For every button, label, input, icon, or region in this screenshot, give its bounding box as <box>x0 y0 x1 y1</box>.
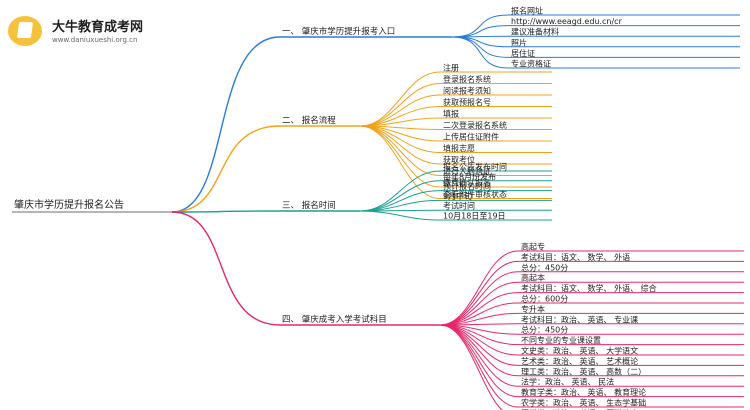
leaf-node-2-10: 进行人脸验证 <box>443 166 491 176</box>
leaf-node-4-12: 艺术类：政治、 英语、 艺术概论 <box>521 356 638 366</box>
leaf-node-2-8: 填报志愿 <box>443 143 475 153</box>
leaf-node-2-1: 注册 <box>443 63 459 73</box>
leaf-node-4-9: 总分：450分 <box>521 325 568 335</box>
logo-url: www.daniuxueshi.org.cn <box>52 36 138 44</box>
leaf-link-1-4 <box>451 36 509 48</box>
leaf-link-4-1 <box>439 250 519 326</box>
leaf-link-4-13 <box>439 324 519 377</box>
leaf-node-1-2: http://www.eeagd.edu.cn/cr <box>511 17 623 26</box>
logo-badge-icon <box>8 16 42 46</box>
leaf-node-4-14: 法学：政治、 英语、 民法 <box>521 377 614 387</box>
branch-label-1: 一、 肇庆市学历提升报考入口 <box>282 26 395 37</box>
leaf-link-4-17 <box>439 324 503 410</box>
leaf-node-4-3: 总分：450分 <box>521 262 568 272</box>
leaf-node-2-12: 查看附件审核状态 <box>443 189 507 199</box>
leaf-node-2-7: 上传居住证附件 <box>443 132 499 142</box>
branch-label-4: 四、 肇庆成考入学考试科目 <box>282 314 387 325</box>
leaf-node-4-1: 高起专 <box>521 242 545 252</box>
leaf-link-4-16 <box>439 324 519 408</box>
leaf-node-2-9: 获取考位 <box>443 155 475 165</box>
leaf-link-2-4 <box>359 106 441 127</box>
leaf-link-4-5 <box>439 292 519 326</box>
leaf-link-2-11 <box>359 125 441 188</box>
leaf-node-4-11: 文史类：政治、 英语、 大学语文 <box>521 346 638 356</box>
leaf-node-4-2: 考试科目：语文、 数学、 外语 <box>521 252 630 262</box>
leaf-node-3-2: 每年8月份发布 <box>443 171 496 181</box>
leaf-link-3-6 <box>359 210 441 221</box>
leaf-node-3-4: 9月中旬 <box>443 191 472 201</box>
leaf-node-4-16: 农学类：政治、 英语、 生态学基础 <box>521 398 646 408</box>
mind-map-links <box>12 14 744 410</box>
leaf-node-4-10: 不同专业的专业课设置 <box>521 335 601 345</box>
leaf-node-2-11: 缴费确认报名 <box>443 178 491 188</box>
leaf-node-2-2: 登录报名系统 <box>443 74 491 84</box>
leaf-link-4-2 <box>439 260 519 326</box>
leaf-node-3-5: 考试时间 <box>443 201 475 211</box>
leaf-link-2-9 <box>359 125 441 165</box>
leaf-node-3-1: 报名公告发布时间 <box>443 162 507 172</box>
logo-title: 大牛教育成考网 <box>52 20 144 35</box>
leaf-link-1-2 <box>451 25 509 38</box>
leaf-node-4-13: 理工类：政治、 英语、 高数（二） <box>521 366 646 376</box>
leaf-node-2-3: 阅读报考须知 <box>443 86 491 96</box>
leaf-node-4-8: 考试科目：政治、 英语、 专业课 <box>521 314 638 324</box>
leaf-node-1-3: 建议准备材料 <box>511 27 559 37</box>
branch-link-3 <box>171 210 281 213</box>
leaf-node-4-7: 专升本 <box>521 304 545 314</box>
branch-label-3: 三、 报名时间 <box>282 200 336 211</box>
leaf-link-4-3 <box>439 271 519 326</box>
leaf-node-4-17: 医学类：政治、 英语、 医学综合 <box>521 408 638 410</box>
leaf-node-3-3: 预计报名时间 <box>443 181 491 191</box>
leaf-node-1-1: 报名网址 <box>511 6 543 16</box>
leaf-node-4-5: 考试科目：语文、 数学、 外语、 综合 <box>521 283 657 293</box>
leaf-node-3-6: 10月18日至19日 <box>443 212 506 221</box>
leaf-link-2-12 <box>359 125 441 199</box>
leaf-node-4-6: 总分：600分 <box>521 294 568 304</box>
leaf-node-1-5: 居住证 <box>511 48 535 58</box>
leaf-link-4-12 <box>439 324 519 366</box>
branch-link-4 <box>171 211 281 326</box>
leaf-node-1-6: 专业资格证 <box>511 59 551 69</box>
root-node: 肇庆市学历提升报名公告 <box>14 198 124 211</box>
leaf-link-2-2 <box>359 83 441 127</box>
leaf-node-2-4: 获取预报名号 <box>443 97 491 107</box>
leaf-link-2-1 <box>359 71 441 127</box>
leaf-link-4-15 <box>439 324 519 398</box>
branch-link-1 <box>171 36 281 213</box>
leaf-link-1-5 <box>451 36 509 58</box>
leaf-node-4-4: 高起本 <box>521 273 545 283</box>
leaf-node-4-15: 教育学类：政治、 英语、 教育理论 <box>521 387 646 397</box>
leaf-node-1-4: 照片 <box>511 37 527 47</box>
leaf-link-1-6 <box>451 36 509 69</box>
branch-link-2 <box>171 125 281 213</box>
branch-label-2: 二、 报名流程 <box>282 115 336 126</box>
mind-map-nodes: 肇庆市学历提升报名公告 一、 肇庆市学历提升报考入口 报名网址http://www.… <box>14 6 657 410</box>
leaf-node-2-5: 填报 <box>443 109 459 119</box>
site-logo: 大牛教育成考网 www.daniuxueshi.org.cn <box>8 12 168 52</box>
leaf-node-2-6: 二次登录报名系统 <box>443 120 507 130</box>
leaf-link-2-8 <box>359 125 441 153</box>
